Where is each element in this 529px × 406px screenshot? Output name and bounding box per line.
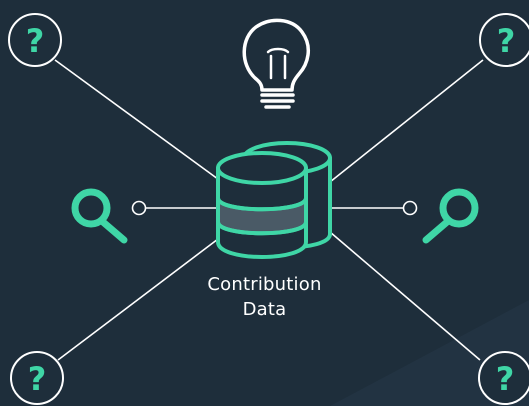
line-top-right xyxy=(329,59,484,183)
connector-lines xyxy=(54,59,484,361)
line-bottom-left xyxy=(57,235,223,361)
question-icon: ? xyxy=(26,22,45,60)
right-connector-node xyxy=(402,200,418,216)
lightbulb-icon xyxy=(242,18,311,109)
question-icon: ? xyxy=(28,360,47,398)
center-label-line2: Data xyxy=(242,299,287,320)
magnifier-icon-right xyxy=(422,188,479,244)
line-top-left xyxy=(54,59,223,183)
question-icon: ? xyxy=(496,360,515,398)
question-node-bottom-left: ? xyxy=(10,351,64,405)
center-label-line1: Contribution xyxy=(207,274,322,295)
left-connector-node xyxy=(131,200,147,216)
question-icon: ? xyxy=(497,22,516,60)
line-bottom-right xyxy=(329,231,481,361)
question-node-top-left: ? xyxy=(8,13,62,67)
question-node-bottom-right: ? xyxy=(478,351,529,405)
question-node-top-right: ? xyxy=(479,13,529,67)
magnifier-icon-left xyxy=(71,188,128,244)
database-icon xyxy=(216,141,332,259)
